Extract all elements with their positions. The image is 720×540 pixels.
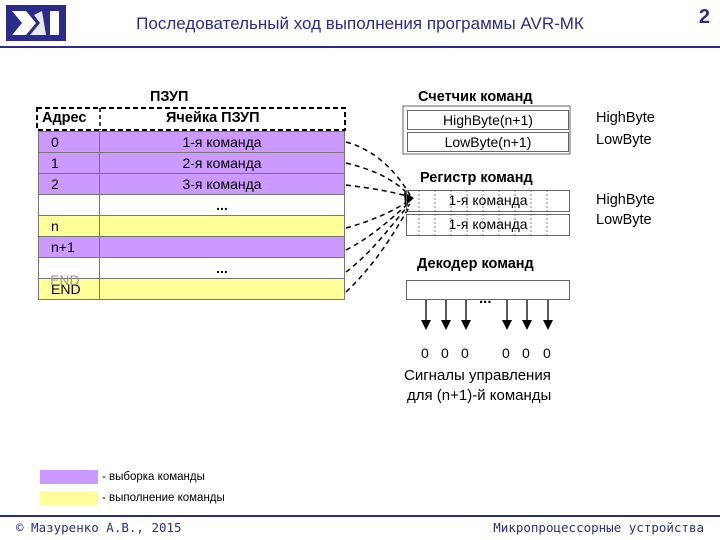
- rom-content-cell: 1-я команда: [99, 131, 345, 153]
- rom-content-cell: [99, 236, 345, 258]
- pc-title: Счетчик команд: [418, 89, 533, 105]
- rom-content-cell: [99, 278, 345, 300]
- rom-address-cell: [38, 194, 100, 216]
- rom-content-cell: ...: [99, 257, 345, 279]
- pc-high-label: HighByte: [596, 110, 655, 126]
- rom-header-outline: [36, 107, 346, 131]
- control-signal-value: 0: [441, 345, 449, 361]
- control-signal-value: 0: [502, 345, 510, 361]
- ir-high-label: HighByte: [596, 192, 655, 208]
- company-logo: [6, 5, 66, 41]
- pc-outline: [402, 105, 571, 155]
- rom-address-cell: END: [38, 278, 100, 300]
- pc-low-register: LowByte(n+1): [407, 132, 569, 152]
- rom-address-cell: 0: [38, 131, 100, 153]
- ir-title: Регистр команд: [420, 170, 533, 186]
- page-title: Последовательный ход выполнения программ…: [136, 14, 584, 33]
- decoder-box: [406, 280, 570, 300]
- decoder-arrow-heads: [421, 320, 553, 330]
- legend-yellow-label: - выполнение команды: [102, 492, 225, 504]
- rom-content-cell: [99, 215, 345, 237]
- ir-low-label: LowByte: [596, 212, 652, 228]
- rom-address-cell: 2: [38, 173, 100, 195]
- pc-high-register: HighByte(n+1): [407, 110, 569, 130]
- decoder-caption-line1: Сигналы управления: [404, 367, 551, 384]
- rom-ghost-end: END: [50, 272, 80, 288]
- legend-purple-swatch: [40, 470, 98, 484]
- decoder-caption-line2: для (n+1)-й команды: [407, 387, 552, 404]
- rom-content-cell: ...: [99, 194, 345, 216]
- control-signal-value: 0: [461, 345, 469, 361]
- arrow-paths: [345, 141, 411, 293]
- pc-low-label: LowByte: [596, 132, 652, 148]
- decoder-output-arrows: [425, 300, 549, 322]
- footer-author: © Мазуренко А.В., 2015: [16, 520, 182, 535]
- footer-divider: [0, 515, 720, 517]
- rom-content-cell: 3-я команда: [99, 173, 345, 195]
- rom-address-cell: n: [38, 215, 100, 237]
- footer-course: Микропроцессорные устройства: [493, 520, 704, 535]
- header-divider: [0, 46, 720, 48]
- decoder-title: Декодер команд: [417, 256, 534, 272]
- control-signal-value: 0: [421, 345, 429, 361]
- rom-address-cell: 1: [38, 152, 100, 174]
- legend-purple-label: - выборка команды: [102, 471, 205, 483]
- rom-address-cell: n+1: [38, 236, 100, 258]
- rom-content-cell: 2-я команда: [99, 152, 345, 174]
- control-signal-value: 0: [543, 345, 551, 361]
- ir-low-register: 1-я команда: [406, 214, 570, 236]
- decoder-dots: ...: [479, 290, 492, 307]
- legend-yellow-swatch: [40, 491, 98, 505]
- ir-high-register: 1-я команда: [406, 190, 570, 212]
- slide-number: 2: [698, 6, 710, 28]
- rom-title: ПЗУП: [150, 89, 189, 105]
- rom-address-header: Адрес: [42, 110, 87, 126]
- rom-cell-header: Ячейка ПЗУП: [166, 110, 260, 126]
- control-signal-value: 0: [522, 345, 530, 361]
